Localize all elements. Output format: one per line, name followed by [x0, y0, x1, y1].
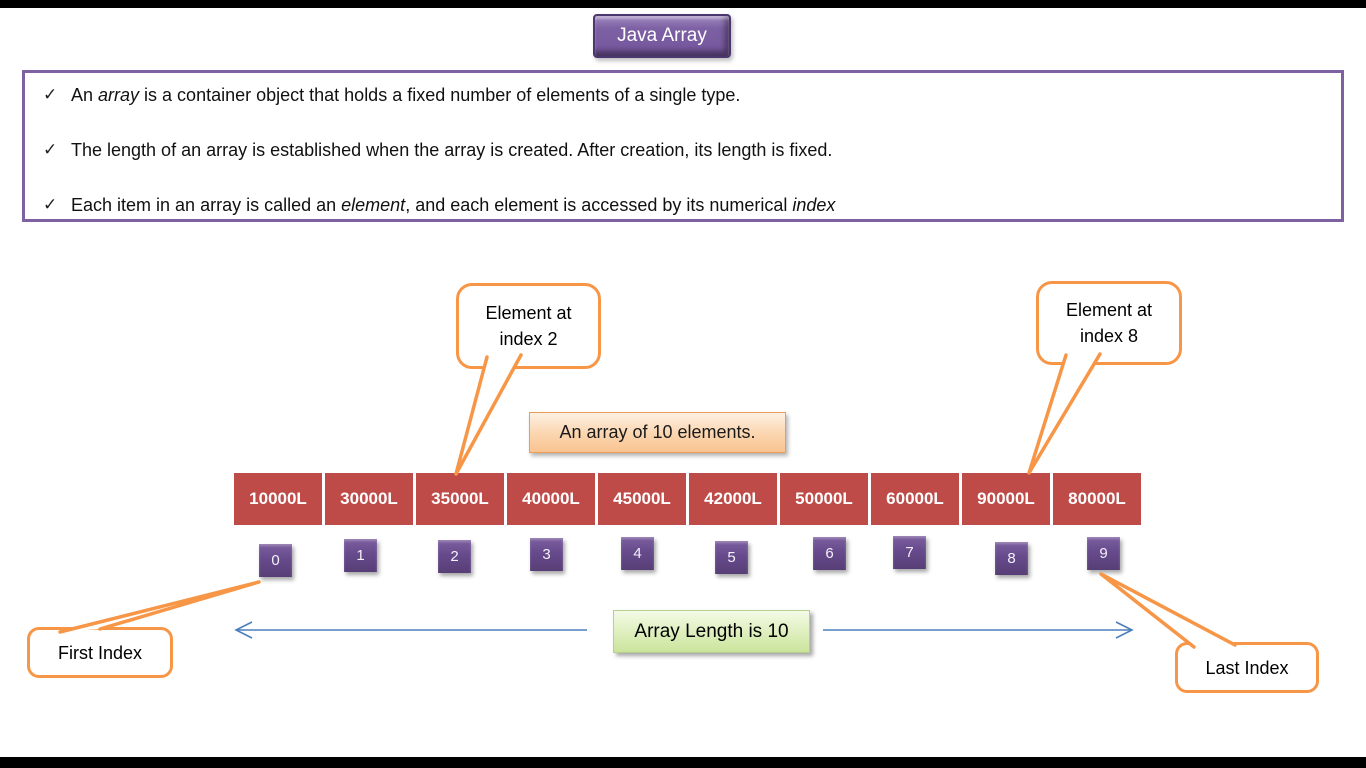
top-letterbox-bar — [0, 0, 1366, 8]
bullet-text-italic: index — [792, 194, 836, 215]
array-cell: 30000L — [325, 473, 413, 525]
array-cell: 80000L — [1053, 473, 1141, 525]
bullet-text: An — [71, 84, 99, 105]
bullet-text: Each item in an array is called an — [71, 194, 342, 215]
array-cell: 50000L — [780, 473, 868, 525]
callout-text: First Index — [57, 642, 143, 663]
bullet-text-italic: array — [98, 84, 140, 105]
callout-element-at-index-2: Element at index 2 — [456, 283, 601, 369]
checkmark-icon: ✓ — [43, 195, 58, 214]
array-cell: 45000L — [598, 473, 686, 525]
right-arrowhead-icon — [1115, 621, 1134, 639]
index-box: 3 — [530, 538, 563, 571]
callout-first-index: First Index — [27, 627, 173, 678]
intro-text-box: ✓ An array is a container object that hol… — [22, 70, 1344, 222]
callout-text: Last Index — [1205, 657, 1289, 678]
array-cell: 10000L — [234, 473, 322, 525]
array-length-label: Array Length is 10 — [613, 610, 810, 653]
index-box: 8 — [995, 542, 1028, 575]
bullet-array-definition: ✓ An array is a container object that hol… — [43, 83, 1331, 107]
index-box: 5 — [715, 541, 748, 574]
index-box: 2 — [438, 540, 471, 573]
callout-text: index 8 — [1079, 326, 1139, 346]
left-arrowhead-icon — [234, 621, 253, 639]
callout-text: Element at — [485, 303, 572, 323]
array-cell: 90000L — [962, 473, 1050, 525]
callout-text: index 2 — [499, 329, 558, 349]
index-box: 4 — [621, 537, 654, 570]
slide-title-label: Java Array — [617, 25, 707, 46]
array-cell: 60000L — [871, 473, 959, 525]
bullet-text-italic: element — [341, 194, 406, 215]
tail-first-index — [58, 580, 261, 634]
index-box: 1 — [344, 539, 377, 572]
index-box: 0 — [259, 544, 292, 577]
checkmark-icon: ✓ — [43, 85, 58, 104]
array-cell: 40000L — [507, 473, 595, 525]
array-cell: 35000L — [416, 473, 504, 525]
array-elements-label: An array of 10 elements. — [529, 412, 786, 453]
index-box: 6 — [813, 537, 846, 570]
index-box: 7 — [893, 536, 926, 569]
array-length-label-text: Array Length is 10 — [634, 620, 789, 642]
index-box: 9 — [1087, 537, 1120, 570]
bullet-text: , and each element is accessed by its nu… — [405, 194, 793, 215]
callout-last-index: Last Index — [1175, 642, 1319, 693]
bullet-array-length: ✓ The length of an array is established w… — [43, 138, 1331, 162]
checkmark-icon: ✓ — [43, 140, 58, 159]
bullet-text: is a container object that holds a fixed… — [139, 84, 741, 105]
callout-element-at-index-8: Element at index 8 — [1036, 281, 1182, 365]
array-cell: 42000L — [689, 473, 777, 525]
bottom-letterbox-bar — [0, 757, 1366, 768]
array-elements-label-text: An array of 10 elements. — [559, 422, 756, 442]
bullet-array-element: ✓ Each item in an array is called an elem… — [43, 193, 1331, 217]
slide-title-button: Java Array — [593, 14, 731, 58]
bullet-text: The length of an array is established wh… — [71, 139, 833, 160]
tail-element-index-8 — [1027, 352, 1102, 475]
tail-last-index — [1099, 572, 1237, 649]
tail-element-index-2 — [454, 353, 523, 476]
callout-text: Element at — [1065, 300, 1153, 320]
